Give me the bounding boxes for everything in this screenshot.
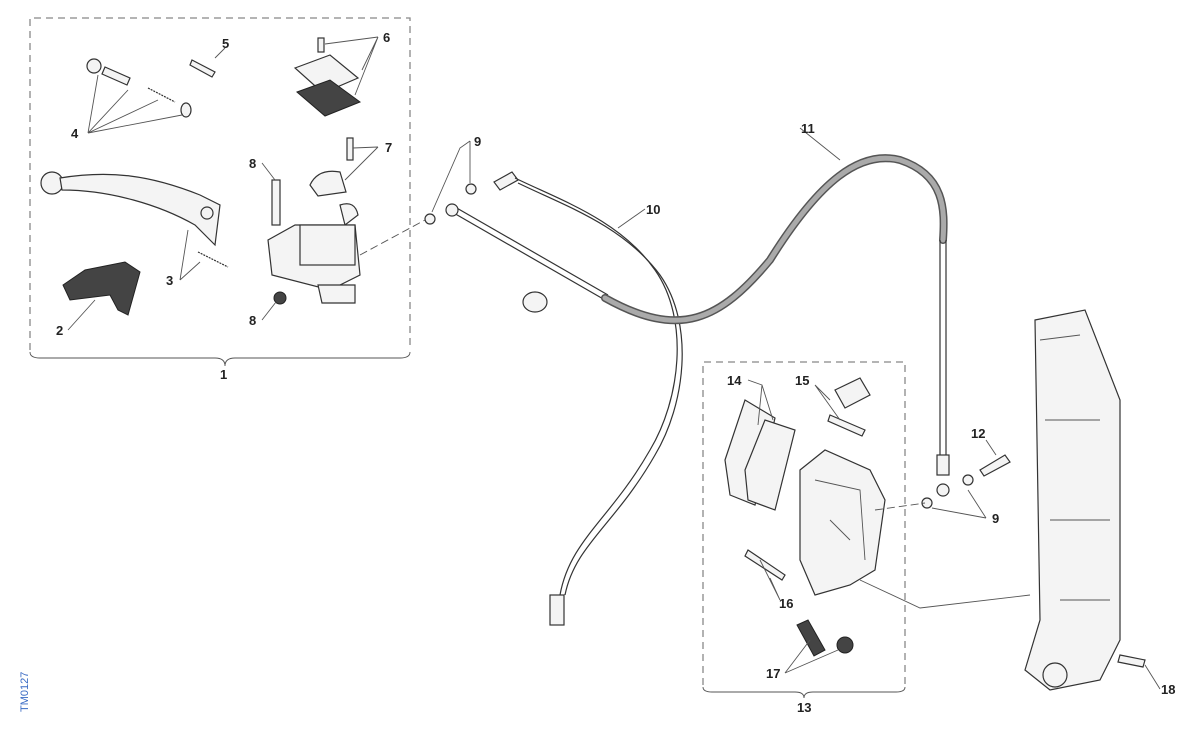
brake-light-switch-cable (493, 171, 683, 626)
callout-6: 6 (383, 30, 390, 45)
handlebar-clamp (309, 137, 359, 227)
axle-clamp-bolt (1117, 654, 1146, 668)
callout-9: 9 (992, 511, 999, 526)
callout-7: 7 (385, 140, 392, 155)
reservoir-cap (293, 37, 362, 117)
pivot-spring (197, 251, 229, 268)
callout-12: 12 (971, 426, 985, 441)
washer (424, 213, 436, 225)
callout-8: 8 (249, 313, 256, 328)
callout-4: 4 (71, 126, 79, 141)
banjo-bolt (979, 454, 1011, 477)
front-fork-leg (1024, 309, 1121, 691)
callout-14: 14 (727, 373, 742, 388)
callout-9: 9 (474, 134, 481, 149)
diagram-reference-id: TM0127 (19, 672, 31, 712)
callout-8: 8 (249, 156, 256, 171)
caliper-group-box (702, 361, 906, 685)
callout-5: 5 (222, 36, 229, 51)
callout-15: 15 (795, 373, 809, 388)
brake-pads (724, 399, 796, 511)
callout-2: 2 (56, 323, 63, 338)
pin (189, 59, 216, 78)
callout-11: 11 (801, 121, 815, 136)
callout-18: 18 (1161, 682, 1175, 697)
washer (465, 183, 477, 195)
callout-3: 3 (166, 273, 173, 288)
callout-16: 16 (779, 596, 793, 611)
brake-hose (445, 154, 950, 497)
pad-pin (744, 549, 786, 581)
washer (962, 474, 974, 486)
pad-spring (834, 377, 871, 409)
adjuster-assembly (86, 58, 192, 118)
brake-caliper (799, 449, 886, 596)
brake-lever (40, 171, 221, 247)
master-cylinder (267, 179, 361, 305)
lever-cover (62, 261, 141, 316)
callout-13: 13 (797, 700, 811, 715)
callout-10: 10 (646, 202, 660, 217)
master-cylinder-group-box (29, 17, 411, 350)
callout-1: 1 (220, 367, 227, 382)
callout-17: 17 (766, 666, 780, 681)
washer (921, 497, 933, 509)
caliper-bolts (796, 619, 854, 657)
